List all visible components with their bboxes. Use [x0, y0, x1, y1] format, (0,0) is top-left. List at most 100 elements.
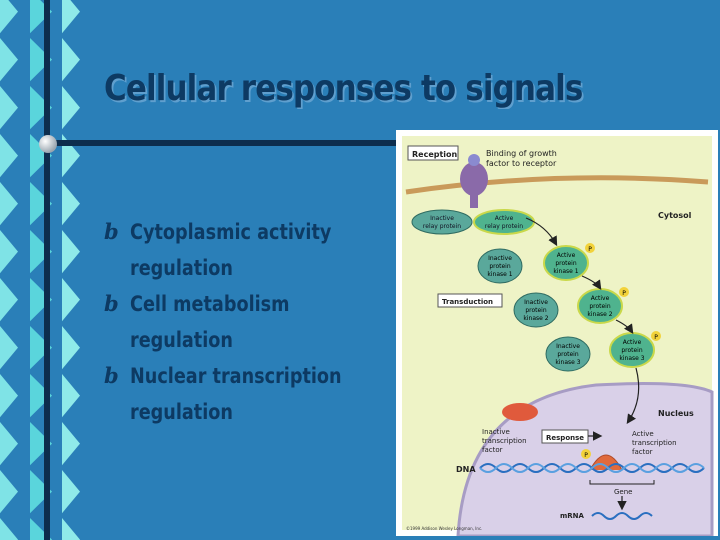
- divider-knob-icon: [39, 135, 57, 153]
- inactive-tf-label-3: factor: [482, 446, 503, 454]
- bullet-item: b Nuclear transcription regulation: [104, 358, 404, 430]
- phosphate-label: P: [654, 334, 658, 341]
- active-tf-label-1: Active: [632, 430, 654, 438]
- inactive-kinase-2: [513, 292, 559, 328]
- zigzag-segment: [0, 470, 18, 514]
- zigzag-segment: [0, 86, 18, 130]
- zigzag-segment: [30, 182, 52, 226]
- title-divider-bar: [48, 140, 608, 146]
- zigzag-segment: [62, 38, 80, 82]
- zigzag-segment: [62, 0, 80, 34]
- zigzag-segment: [30, 86, 52, 130]
- inactive-kinase-3-label-2: protein: [557, 351, 579, 358]
- active-kinase-2-label-2: protein: [589, 303, 611, 310]
- growth-factor-receptor: [460, 162, 488, 196]
- bullet-icon: b: [104, 219, 119, 244]
- zigzag-segment: [30, 374, 52, 418]
- inactive-kinase-3-label-1: Inactive: [556, 343, 580, 350]
- inactive-kinase-2-label-1: Inactive: [524, 299, 548, 306]
- inactive-kinase-2-label-2: protein: [525, 307, 547, 314]
- inactive-kinase-2-label-3: kinase 2: [523, 315, 548, 322]
- phosphate-label: P: [584, 452, 588, 459]
- plasma-membrane: [405, 175, 709, 195]
- phosphate-icon: [619, 287, 629, 297]
- zigzag-segment: [62, 230, 80, 274]
- active-kinase-2-label-3: kinase 2: [587, 311, 612, 318]
- zigzag-segment: [62, 326, 80, 370]
- active-kinase-3-label-1: Active: [623, 339, 642, 346]
- mrna-label: mRNA: [560, 512, 585, 520]
- inactive-kinase-3-label-3: kinase 3: [555, 359, 580, 366]
- inactive-tf-label-1: Inactive: [482, 428, 510, 436]
- active-relay-label-2: relay protein: [485, 223, 523, 230]
- bullet-text: Nuclear transcription regulation: [130, 364, 342, 424]
- zigzag-segment: [62, 374, 80, 418]
- inactive-kinase-1-label-1: Inactive: [488, 255, 512, 262]
- growth-factor-label-1: Binding of growth: [486, 149, 557, 158]
- pathway-arrow: [626, 367, 640, 424]
- active-relay-protein: [473, 209, 535, 235]
- gene-label: Gene: [614, 488, 632, 496]
- inactive-transcription-factor: [502, 403, 538, 421]
- zigzag-segment: [62, 518, 80, 540]
- dna-label: DNA: [456, 465, 476, 474]
- active-kinase-1-label-1: Active: [557, 252, 576, 259]
- bullet-list: b Cytoplasmic activity regulation b Cell…: [104, 214, 404, 430]
- mrna-strand: [591, 512, 653, 520]
- slide-title: Cellular responses to signals: [104, 68, 583, 109]
- zigzag-segment: [62, 422, 80, 466]
- active-kinase-1: [543, 245, 589, 281]
- zigzag-segment: [0, 326, 18, 370]
- zigzag-segment: [62, 86, 80, 130]
- nucleus-region: [456, 382, 714, 538]
- zigzag-segment: [62, 470, 80, 514]
- pathway-diagram: Reception Binding of growth factor to re…: [396, 130, 718, 538]
- zigzag-segment: [30, 230, 52, 274]
- response-label: Response: [546, 434, 584, 442]
- growth-factor-ligand: [468, 154, 480, 166]
- zigzag-segment: [0, 134, 18, 178]
- bullet-text: Cell metabolism regulation: [130, 292, 290, 352]
- transduction-box: [437, 293, 503, 308]
- vertical-rule: [44, 0, 50, 540]
- active-tf-label-3: factor: [632, 448, 653, 456]
- growth-factor-label-2: factor to receptor: [486, 159, 557, 168]
- bullet-icon: b: [104, 363, 119, 388]
- inactive-kinase-3: [545, 336, 591, 372]
- zigzag-segment: [30, 134, 52, 178]
- copyright-text: ©1999 Addison Wesley Longman, Inc.: [406, 526, 482, 531]
- zigzag-segment: [0, 38, 18, 82]
- zigzag-segment: [0, 278, 18, 322]
- pathway-arrow: [581, 275, 602, 290]
- bullet-item: b Cytoplasmic activity regulation: [104, 214, 404, 286]
- bullet-icon: b: [104, 291, 119, 316]
- zigzag-segment: [0, 230, 18, 274]
- pathway-arrow: [615, 319, 634, 334]
- inactive-kinase-1: [477, 248, 523, 284]
- phosphate-label: P: [622, 290, 626, 297]
- zigzag-segment: [30, 326, 52, 370]
- gene-bracket: [589, 480, 655, 485]
- reception-label: Reception: [412, 150, 458, 159]
- bullet-text: Cytoplasmic activity regulation: [130, 220, 332, 280]
- phosphate-icon: [585, 243, 595, 253]
- zigzag-segment: [0, 0, 18, 34]
- signal-transduction-figure: Reception Binding of growth factor to re…: [396, 130, 718, 538]
- active-tf-label-2: transcription: [632, 439, 677, 447]
- active-relay-label-1: Active: [495, 215, 514, 222]
- zigzag-segment: [30, 38, 52, 82]
- reception-box: [407, 145, 459, 161]
- dna-strand-2: [479, 463, 705, 473]
- phosphate-icon: [651, 331, 661, 341]
- zigzag-segment: [62, 182, 80, 226]
- phosphate-label: P: [588, 246, 592, 253]
- receptor-stem: [470, 192, 478, 208]
- active-kinase-1-label-2: protein: [555, 260, 577, 267]
- zigzag-segment: [0, 182, 18, 226]
- cytosol-label: Cytosol: [658, 211, 692, 220]
- inactive-tf-label-2: transcription: [482, 437, 527, 445]
- zigzag-segment: [0, 422, 18, 466]
- active-kinase-1-label-3: kinase 1: [553, 268, 578, 275]
